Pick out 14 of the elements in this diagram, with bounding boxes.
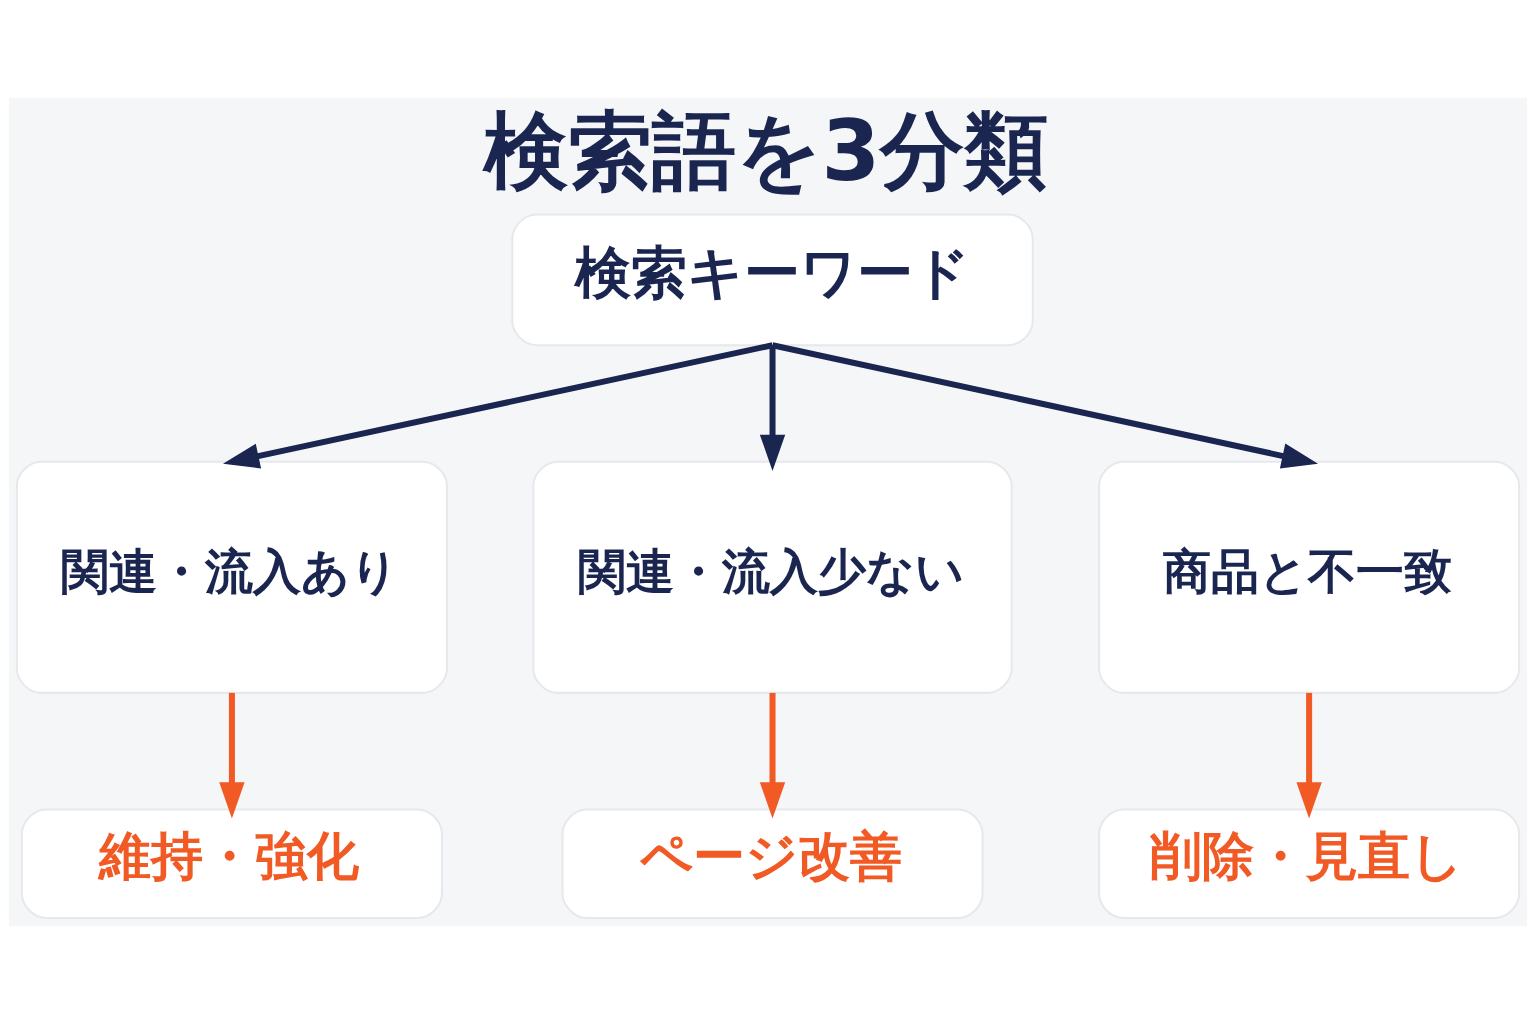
diagram-title: 検索語を3分類 bbox=[483, 101, 1049, 200]
arrow bbox=[223, 342, 774, 469]
node-box: 関連・流入少ない bbox=[532, 460, 1013, 694]
node-box: ページ改善 bbox=[561, 808, 984, 919]
node-box: 削除・見直し bbox=[1098, 808, 1521, 919]
node-box: 関連・流入あり bbox=[15, 460, 448, 694]
node-box: 商品と不一致 bbox=[1098, 460, 1521, 694]
arrow bbox=[771, 342, 1319, 469]
arrow bbox=[759, 345, 786, 471]
arrow bbox=[219, 692, 245, 819]
node-box: 維持・強化 bbox=[20, 808, 443, 919]
arrow bbox=[1296, 692, 1322, 819]
arrow bbox=[759, 692, 786, 819]
node-box: 検索キーワード bbox=[511, 213, 1034, 347]
